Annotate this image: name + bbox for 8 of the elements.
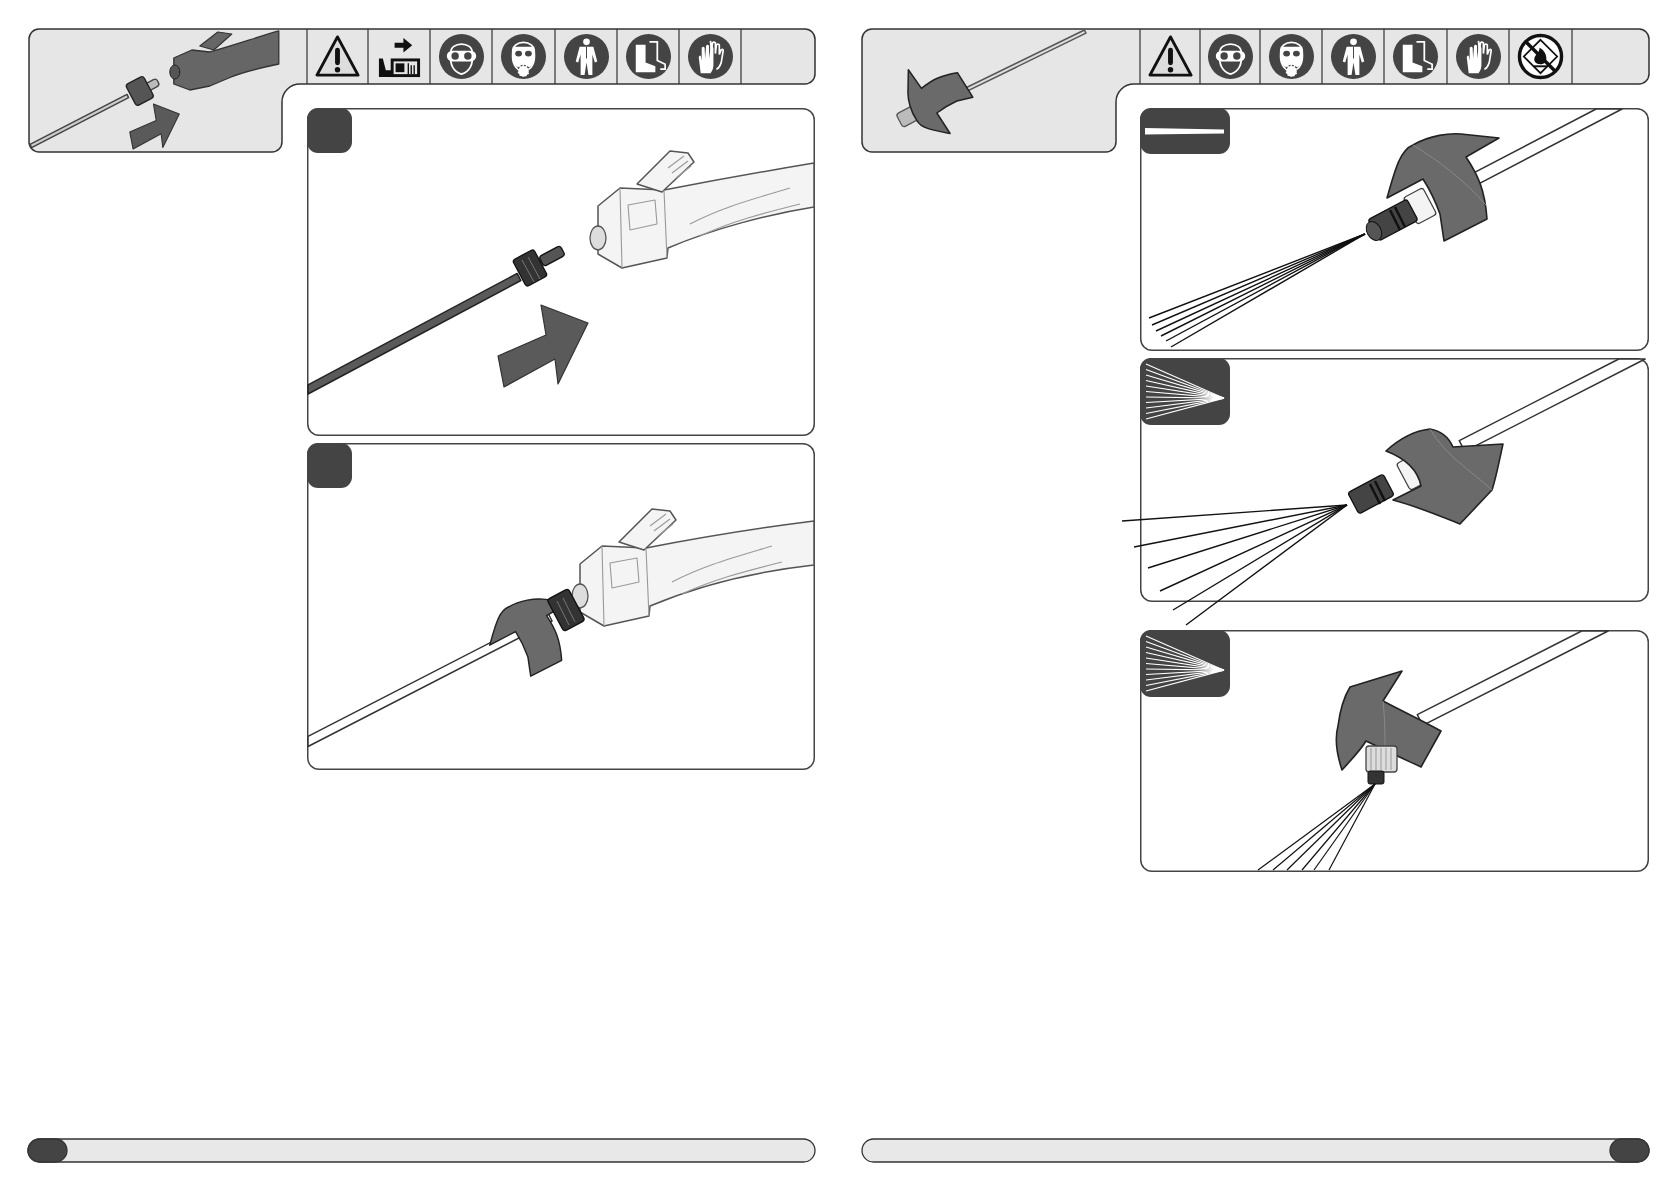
illustration-panel — [307, 108, 815, 436]
fan-spray-icon — [1140, 630, 1230, 697]
illustration-panel — [1140, 630, 1649, 872]
illustration-panel — [307, 443, 815, 770]
step-number-badge — [307, 443, 352, 488]
jet-spray-icon — [1140, 108, 1230, 154]
fan-spray-icon — [1140, 358, 1230, 425]
step-number-badge — [307, 108, 352, 153]
